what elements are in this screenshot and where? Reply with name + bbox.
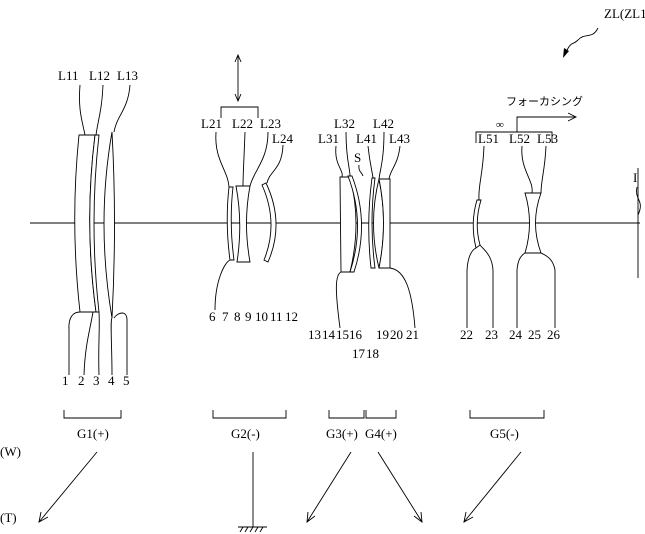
leader-lines xyxy=(68,84,556,376)
label-L13: L13 xyxy=(117,68,138,83)
label-L23: L23 xyxy=(260,116,281,131)
surface-17: 17 xyxy=(352,346,366,361)
leader-line xyxy=(636,186,641,216)
surface-10: 10 xyxy=(255,309,268,324)
lens-L24 xyxy=(261,182,277,263)
surface-15: 15 xyxy=(336,327,349,342)
focusing-arrow xyxy=(475,112,578,143)
lens-L41 xyxy=(368,177,376,269)
label-L41: L41 xyxy=(356,131,377,146)
surface-21: 21 xyxy=(406,327,419,342)
surface-25: 25 xyxy=(528,327,541,342)
label-L24: L24 xyxy=(272,131,293,146)
focusing-label: フォーカシング xyxy=(506,94,583,108)
image-plane-label: I xyxy=(633,170,637,185)
surface-16: 16 xyxy=(349,327,363,342)
movement-arrows xyxy=(38,451,522,533)
surface-24: 24 xyxy=(509,327,523,342)
group-label-G1: G1(+) xyxy=(77,426,109,441)
surface-numbers: 1 2 3 4 5 6 7 8 9 10 11 12 13 14 15 16 1… xyxy=(62,309,561,388)
group-label-G5: G5(-) xyxy=(490,426,519,441)
group-brackets xyxy=(63,410,545,419)
surface-26: 26 xyxy=(547,327,561,342)
surface-19: 19 xyxy=(376,327,389,342)
tele-label: (T) xyxy=(0,510,17,525)
lens-L21 xyxy=(226,186,235,261)
surface-6: 6 xyxy=(209,309,216,324)
surface-3: 3 xyxy=(93,373,100,388)
surface-22: 22 xyxy=(460,327,473,342)
surface-1: 1 xyxy=(62,373,69,388)
lens-group-3-4 xyxy=(339,175,391,273)
surface-2: 2 xyxy=(78,373,85,388)
surface-8: 8 xyxy=(234,309,241,324)
lens-group-2 xyxy=(226,182,277,263)
surface-5: 5 xyxy=(123,373,130,388)
label-L32: L32 xyxy=(334,116,355,131)
label-L11: L11 xyxy=(58,68,78,83)
lens-L32 xyxy=(347,175,362,273)
label-L51: L51 xyxy=(478,131,499,146)
arrow-head-icon xyxy=(563,48,569,58)
group-label-G4: G4(+) xyxy=(365,426,397,441)
wide-label: (W) xyxy=(0,444,21,459)
surface-20: 20 xyxy=(390,327,403,342)
surface-12: 12 xyxy=(285,309,298,324)
label-L53: L53 xyxy=(537,131,558,146)
surface-14: 14 xyxy=(322,327,336,342)
label-L43: L43 xyxy=(389,131,410,146)
lens-L51 xyxy=(472,199,482,249)
surface-13: 13 xyxy=(308,327,321,342)
label-L31: L31 xyxy=(318,131,339,146)
label-L42: L42 xyxy=(373,116,394,131)
lens-L43 xyxy=(378,178,391,269)
stop-leader xyxy=(358,164,364,177)
surface-9: 9 xyxy=(245,309,252,324)
label-L22: L22 xyxy=(232,116,253,131)
group-label-G3: G3(+) xyxy=(326,426,358,441)
infinity-label: ∞ xyxy=(496,119,504,131)
stop-label: S xyxy=(354,150,361,165)
surface-7: 7 xyxy=(222,309,229,324)
surface-4: 4 xyxy=(108,373,115,388)
system-label: ZL(ZL1) xyxy=(604,6,645,21)
group-label-G2: G2(-) xyxy=(231,426,260,441)
label-L52: L52 xyxy=(509,131,530,146)
g2-move-arrow xyxy=(220,53,259,118)
label-L21: L21 xyxy=(201,116,222,131)
lens-L22 xyxy=(235,185,251,263)
lens-L13 xyxy=(103,131,115,319)
surface-23: 23 xyxy=(485,327,498,342)
squiggle-arrow xyxy=(565,27,599,53)
lens-group-1 xyxy=(74,131,115,319)
surface-11: 11 xyxy=(270,309,283,324)
surface-18: 18 xyxy=(366,346,379,361)
label-L12: L12 xyxy=(89,68,110,83)
